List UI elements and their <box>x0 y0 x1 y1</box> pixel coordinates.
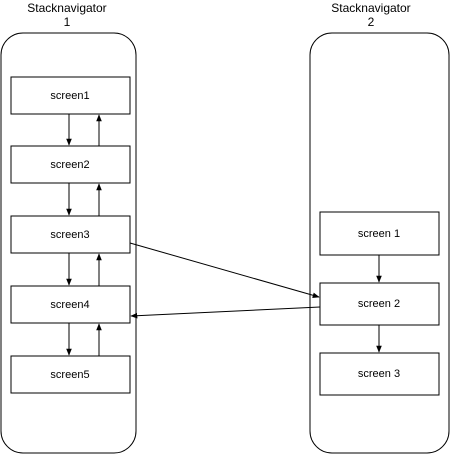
stack2-screen2-box <box>319 282 440 326</box>
stack2-screen3-box <box>319 352 440 396</box>
stack2-screen1-box <box>319 211 440 256</box>
cross-arrow-stack2-screen2-to-stack1-screen4 <box>130 306 321 319</box>
stack1-screen3-box <box>10 215 131 254</box>
stack2-screen3-label: screen 3 <box>358 368 400 380</box>
stack2-title: Stacknavigator <box>331 1 410 15</box>
stack1-title-number: 1 <box>64 15 71 29</box>
stack2-title-number: 2 <box>368 15 375 29</box>
stack1-screen5-box <box>10 355 131 394</box>
stack1-title: Stacknavigator <box>27 1 106 15</box>
stack1-screen2-label: screen2 <box>50 159 89 171</box>
stack2-screen1-label: screen 1 <box>358 228 400 240</box>
stack1-screen3-label: screen3 <box>50 229 89 241</box>
stack1-screen1-box <box>10 76 131 115</box>
stack1-screen5-label: screen5 <box>50 369 89 381</box>
stack1-screen4-label: screen4 <box>50 299 89 311</box>
stack1-screen1-label: screen1 <box>50 90 89 102</box>
cross-arrow-stack1-screen3-to-stack2-screen2 <box>129 242 320 298</box>
stack1-screen2-box <box>10 145 131 184</box>
stack2-screen2-label: screen 2 <box>358 298 400 310</box>
stack1-screen4-box <box>10 285 131 324</box>
